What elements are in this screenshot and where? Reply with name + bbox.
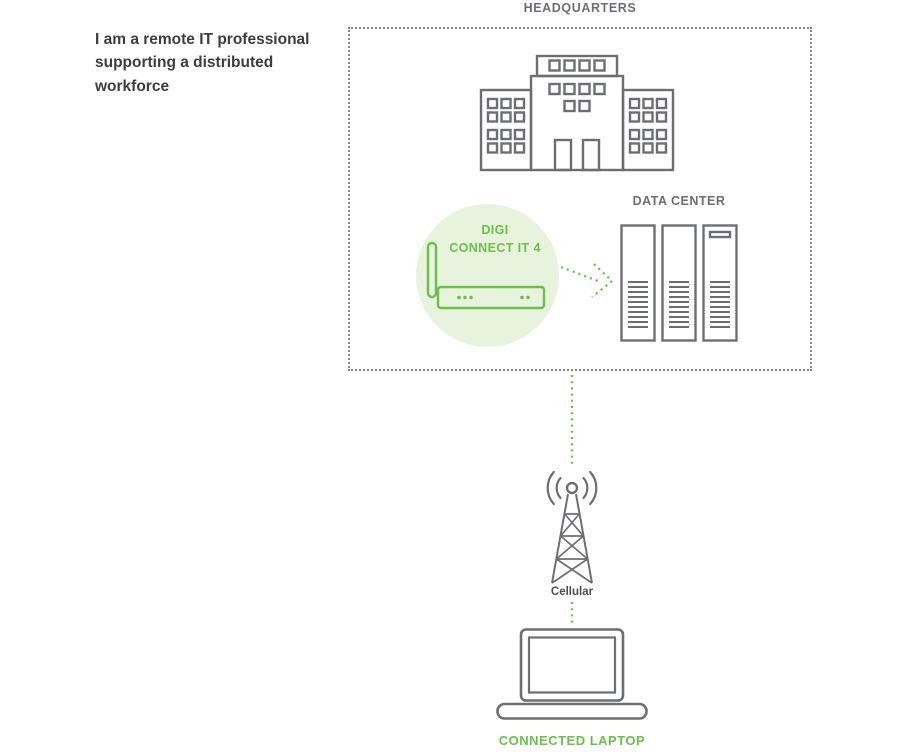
data-center-label: DATA CENTER	[632, 194, 726, 208]
cellular-label: Cellular	[550, 586, 594, 598]
intro-text: I am a remote IT professional supporting…	[95, 31, 310, 95]
headquarters-label: HEADQUARTERS	[523, 1, 637, 15]
digi-device-label-line1: DIGI	[481, 223, 509, 237]
laptop-icon	[496, 628, 648, 720]
connected-laptop-label: CONNECTED LAPTOP	[498, 733, 646, 748]
headquarters-box	[348, 27, 812, 371]
cell-tower-icon	[546, 470, 598, 584]
building-icon	[479, 54, 675, 172]
server-racks-icon	[620, 224, 738, 342]
digi-device-label: DIGI CONNECT IT 4	[430, 222, 560, 257]
digi-highlight-circle	[416, 204, 559, 347]
digi-device-label-line2: CONNECT IT 4	[449, 240, 541, 255]
router-icon	[426, 241, 546, 310]
